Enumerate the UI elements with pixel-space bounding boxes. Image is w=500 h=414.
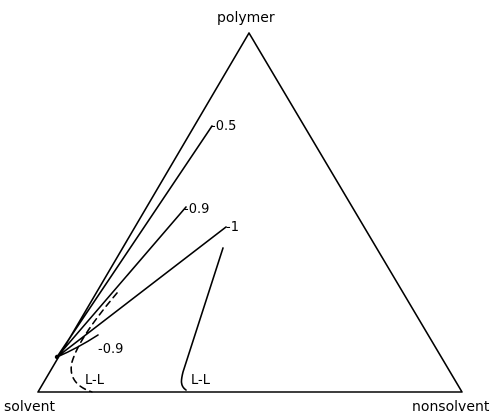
convergence-point — [54, 354, 60, 360]
curve-line-minus-0-9-upper — [56, 206, 187, 358]
vertex-label-solvent: solvent — [4, 399, 56, 414]
curve-label-minus-0-9-upper: -0.9 — [184, 202, 209, 217]
dashed-binodal-curve — [70, 292, 118, 393]
region-label-ll-left: L-L — [85, 373, 105, 388]
curve-line-minus-1 — [56, 226, 227, 358]
curve-label-minus-0-9-lower: -0.9 — [98, 342, 123, 357]
region-label-ll-right: L-L — [191, 373, 211, 388]
vertex-label-polymer: polymer — [217, 10, 275, 26]
vertex-label-nonsolvent: nonsolvent — [412, 399, 490, 414]
ternary-triangle — [37, 32, 463, 393]
solid-binodal-curve — [180, 247, 224, 391]
curve-label-minus-1: -1 — [226, 220, 239, 235]
curve-line-lower — [56, 334, 99, 358]
curve-line-minus-0-5 — [56, 125, 213, 358]
curve-label-minus-0-5: -0.5 — [211, 119, 236, 134]
